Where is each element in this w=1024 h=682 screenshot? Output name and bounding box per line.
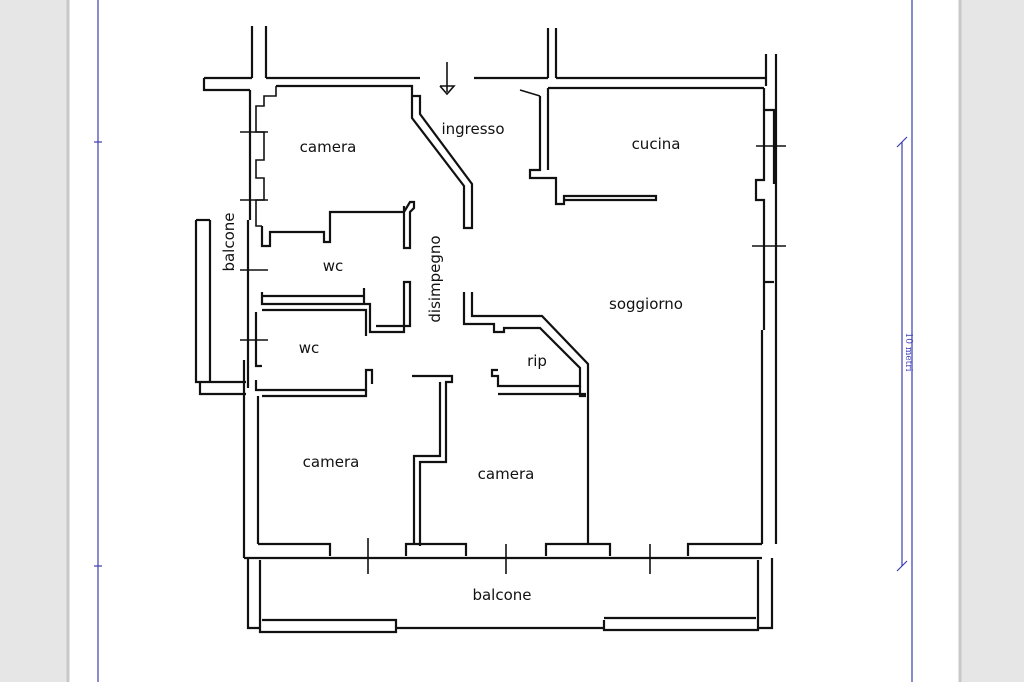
room-label-balcone-side: balcone [220,212,238,271]
room-label-wc-upper: wc [323,257,344,275]
room-label-ingresso: ingresso [441,120,504,138]
paper-sheet [68,0,960,682]
room-label-disimpegno: disimpegno [426,235,444,322]
room-label-soggiorno: soggiorno [609,295,683,313]
room-label-balcone-bottom: balcone [472,586,531,604]
room-label-rip: rip [527,352,547,370]
room-label-cucina: cucina [632,135,681,153]
room-label-camera-top-left: camera [300,138,357,156]
drawing-frame [94,0,913,682]
scale-bar [896,136,908,572]
scale-label: 10 metri [903,333,913,372]
walls [194,26,786,634]
room-label-wc-lower: wc [299,339,320,357]
room-label-camera-bottom-center: camera [478,465,535,483]
room-label-camera-bottom-left: camera [303,453,360,471]
